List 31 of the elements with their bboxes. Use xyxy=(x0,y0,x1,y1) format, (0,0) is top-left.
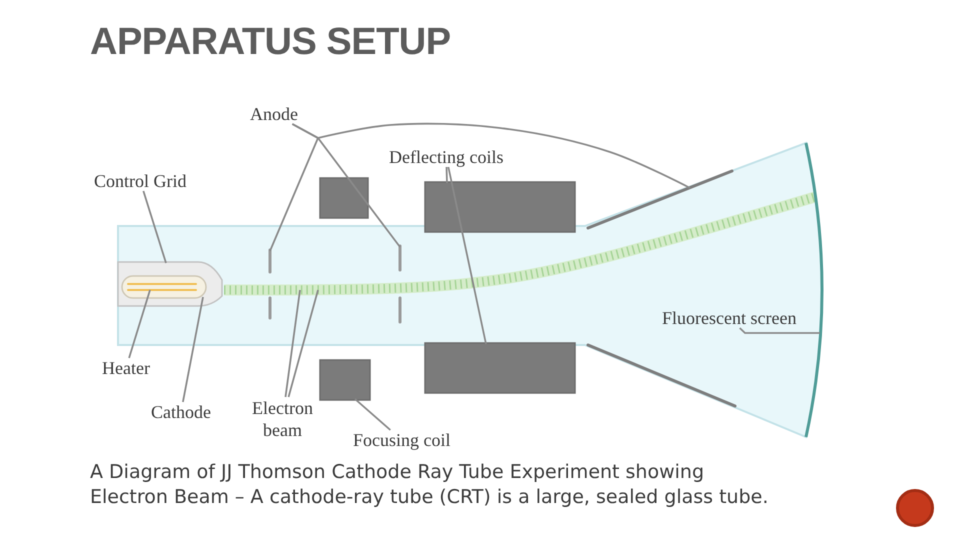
part-label: Heater xyxy=(102,358,150,378)
leader-line xyxy=(739,327,820,334)
anode-plate xyxy=(398,244,402,324)
leader-line xyxy=(292,122,690,189)
leader-line xyxy=(182,296,204,402)
part-label: Anode xyxy=(250,104,298,124)
part-label: Focusing coil xyxy=(353,430,450,450)
cathode xyxy=(121,275,207,299)
slide-title: APPARATUS SETUP xyxy=(90,20,451,64)
leader-line xyxy=(142,190,167,264)
leader-line xyxy=(128,290,151,358)
leader-line xyxy=(354,398,391,431)
focusing-coil xyxy=(319,359,371,401)
leader-line xyxy=(284,290,301,398)
figure-caption: A Diagram of JJ Thomson Cathode Ray Tube Experiment showing Electron Beam – A cathode-ray tube (CRT) is a large, sealed glass tube. xyxy=(90,460,770,510)
fluorescent-screen xyxy=(804,142,824,438)
part-label: Fluorescent screen xyxy=(662,308,796,328)
anode-plate xyxy=(268,248,272,320)
deflecting-coil xyxy=(424,342,576,394)
control-grid xyxy=(117,261,223,307)
focusing-coil xyxy=(319,177,369,219)
part-label: Electron beam xyxy=(245,397,320,441)
deflecting-coil xyxy=(424,181,576,233)
part-label: Cathode xyxy=(151,402,211,422)
leader-line xyxy=(447,166,487,344)
heater-filament xyxy=(127,283,197,291)
leader-line xyxy=(288,290,319,398)
part-label: Deflecting coils xyxy=(389,147,504,167)
leader-line xyxy=(446,166,448,184)
electron-beam xyxy=(224,192,817,296)
part-label: Control Grid xyxy=(94,171,186,191)
